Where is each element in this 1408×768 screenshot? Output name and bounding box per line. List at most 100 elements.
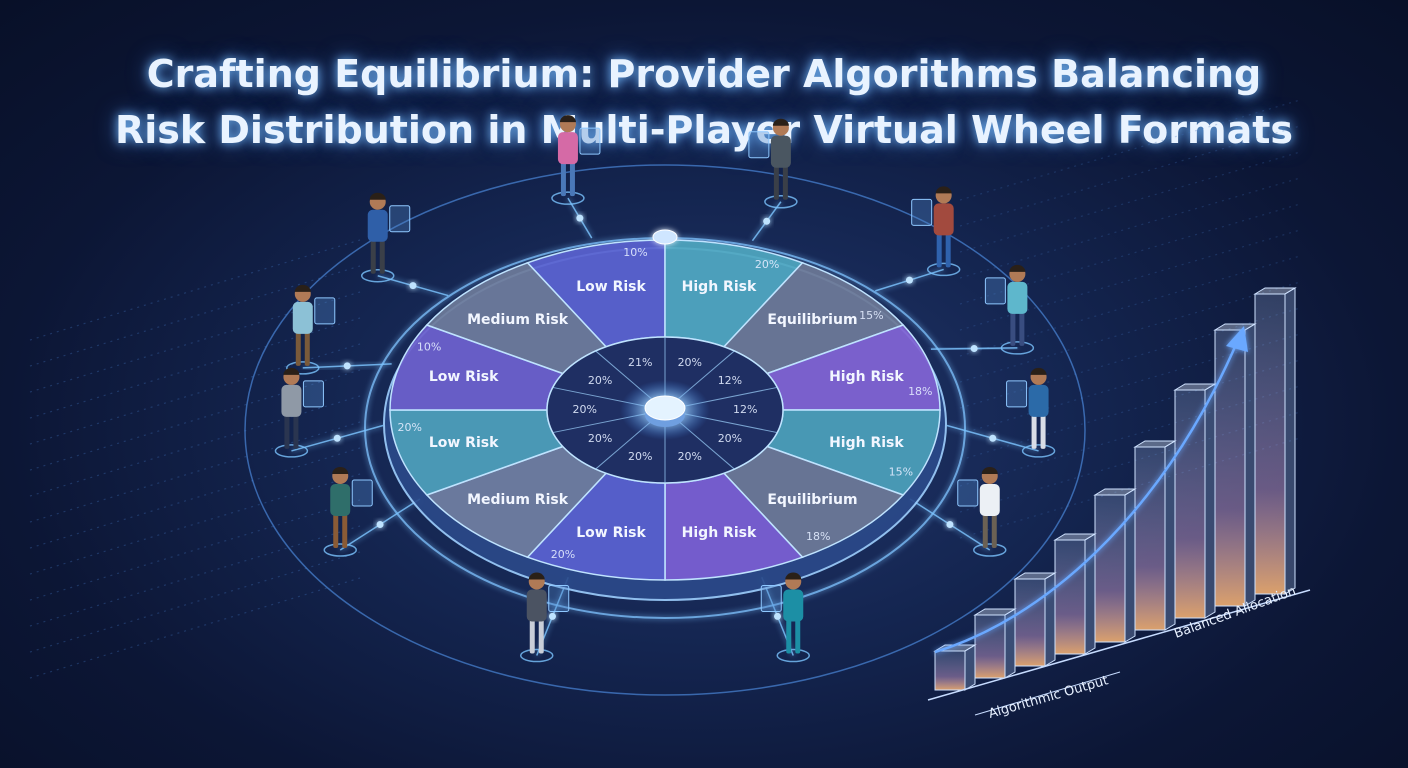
player-leg bbox=[773, 165, 779, 200]
player-hair bbox=[283, 367, 300, 375]
player-leg bbox=[370, 239, 376, 274]
player-torso bbox=[770, 135, 791, 168]
bar-front bbox=[934, 650, 966, 691]
title-line-1: Crafting Equilibrium: Provider Algorithm… bbox=[146, 52, 1262, 96]
player-leg bbox=[295, 331, 301, 366]
player-leg bbox=[293, 414, 299, 449]
player-leg bbox=[379, 239, 385, 274]
player-leg bbox=[342, 514, 348, 548]
data-stream-line bbox=[959, 307, 1301, 409]
data-stream-line bbox=[29, 369, 361, 471]
data-stream-line bbox=[959, 151, 1301, 253]
data-stream-line bbox=[959, 177, 1301, 279]
player-leg bbox=[982, 514, 988, 548]
data-stream-line bbox=[959, 99, 1301, 201]
data-stream-line bbox=[29, 421, 361, 523]
player-figure bbox=[551, 115, 601, 205]
data-stream-line bbox=[959, 255, 1301, 357]
player-figure bbox=[286, 284, 336, 375]
player-figure bbox=[1006, 367, 1056, 458]
bar-front bbox=[1014, 578, 1046, 667]
segment-percent: 18% bbox=[806, 530, 830, 543]
inner-percent: 20% bbox=[573, 403, 597, 416]
inner-percent: 12% bbox=[718, 374, 742, 387]
player-base-ring bbox=[519, 648, 554, 663]
player-figure bbox=[911, 186, 961, 277]
bar-front bbox=[1214, 329, 1246, 607]
bar-side bbox=[1044, 572, 1056, 667]
data-stream-line bbox=[959, 281, 1301, 383]
player-base-ring bbox=[286, 361, 320, 375]
chart-bar bbox=[1213, 323, 1257, 607]
chart-bar bbox=[1173, 383, 1217, 619]
segment-percent: 10% bbox=[417, 340, 441, 353]
data-stream-line bbox=[29, 265, 361, 367]
segment-percent: 10% bbox=[623, 246, 647, 259]
segment-label: Equilibrium bbox=[767, 312, 857, 328]
player-figure bbox=[323, 467, 373, 557]
bar-front bbox=[1134, 446, 1166, 631]
player-torso bbox=[1028, 384, 1049, 417]
player-torso bbox=[1007, 281, 1028, 314]
bar-side bbox=[1244, 323, 1256, 607]
player-tablet bbox=[748, 131, 770, 159]
link-node bbox=[376, 521, 384, 528]
segment-percent: 20% bbox=[397, 421, 421, 434]
inner-percent: 20% bbox=[678, 356, 702, 369]
player-leg bbox=[795, 619, 801, 654]
player-figure bbox=[760, 572, 811, 663]
player-hair bbox=[772, 118, 789, 126]
player-tablet bbox=[548, 585, 570, 613]
bar-side bbox=[1084, 533, 1096, 655]
player-base-ring bbox=[323, 543, 357, 557]
player-hair bbox=[369, 192, 386, 200]
chart-bar bbox=[1133, 440, 1177, 631]
segment-percent: 15% bbox=[889, 466, 913, 479]
player-leg bbox=[284, 414, 290, 449]
bar-front bbox=[1094, 494, 1126, 643]
player-hair bbox=[528, 572, 545, 580]
chart-bar bbox=[1253, 287, 1297, 595]
chart-x-label: Algorithmic Output bbox=[987, 673, 1110, 722]
player-tablet bbox=[579, 127, 601, 155]
bar-top bbox=[1253, 287, 1297, 295]
segment-percent: 18% bbox=[908, 385, 932, 398]
player-tablet bbox=[389, 205, 411, 233]
player-tablet bbox=[984, 277, 1006, 305]
link-node bbox=[763, 217, 771, 225]
chart-x-axis bbox=[927, 589, 1311, 701]
player-hair bbox=[935, 186, 952, 194]
player-figure bbox=[984, 264, 1035, 355]
player-leg bbox=[1010, 311, 1016, 346]
wheel-pointer bbox=[652, 229, 678, 245]
data-stream-line bbox=[29, 473, 361, 575]
page-title: Crafting Equilibrium: Provider Algorithm… bbox=[0, 46, 1408, 158]
data-stream-line bbox=[29, 447, 361, 549]
link-node bbox=[333, 434, 341, 442]
player-leg bbox=[1040, 414, 1046, 449]
inner-percent: 20% bbox=[628, 450, 652, 463]
segment-label: Low Risk bbox=[429, 435, 499, 451]
segment-label: Medium Risk bbox=[467, 492, 569, 508]
data-stream-line bbox=[29, 577, 361, 679]
player-tablet bbox=[760, 585, 782, 613]
segment-label: Medium Risk bbox=[467, 312, 569, 328]
player-base-ring bbox=[926, 262, 961, 277]
player-leg bbox=[333, 514, 339, 548]
player-hair bbox=[981, 467, 998, 474]
player-base-ring bbox=[1021, 444, 1056, 458]
player-torso bbox=[330, 484, 351, 516]
player-leg bbox=[786, 619, 792, 654]
data-stream-line bbox=[29, 525, 361, 627]
player-torso bbox=[783, 589, 804, 622]
bar-side bbox=[964, 644, 976, 691]
segment-label: Equilibrium bbox=[767, 492, 857, 508]
link-node bbox=[970, 345, 978, 353]
player-leg bbox=[538, 619, 544, 654]
chart-bar bbox=[1013, 572, 1057, 667]
player-base-ring bbox=[551, 191, 585, 205]
segment-label: Low Risk bbox=[429, 369, 499, 385]
player-figure bbox=[519, 572, 570, 663]
player-hair bbox=[1030, 367, 1047, 375]
